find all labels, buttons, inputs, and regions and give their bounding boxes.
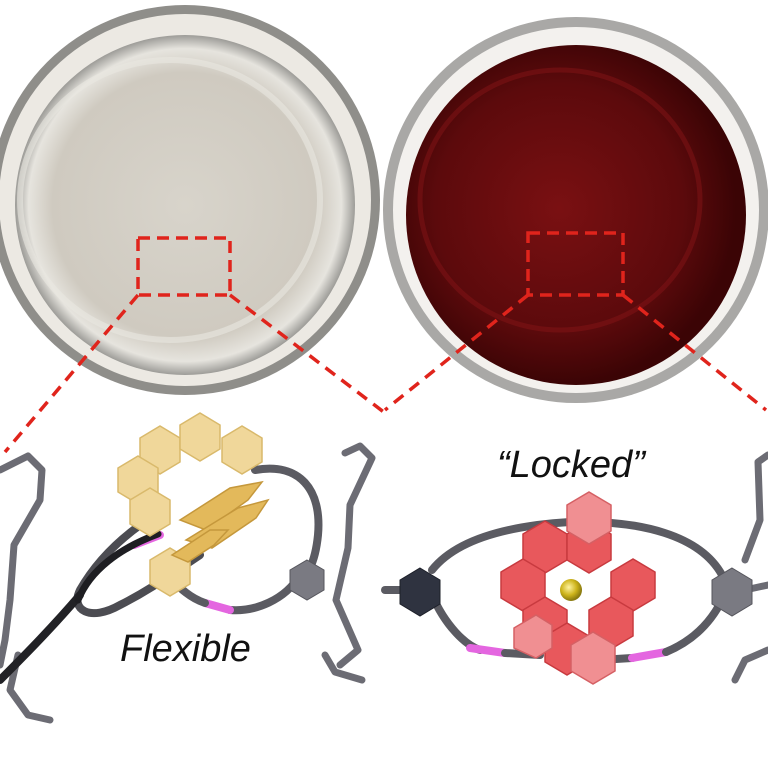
right-zoom-box xyxy=(526,231,625,297)
left-zoom-box xyxy=(136,236,232,297)
left-molecular-model xyxy=(0,412,376,724)
left-scaffold xyxy=(0,442,376,724)
locked-label: “Locked” xyxy=(497,444,645,486)
bound-guest-sphere xyxy=(560,579,582,601)
right-petri-dish xyxy=(383,17,768,403)
right-linker-node-left xyxy=(399,567,441,617)
right-scaffold xyxy=(731,451,768,684)
right-stacked-hexagons xyxy=(513,491,616,685)
right-dish-solution xyxy=(406,45,746,385)
left-dish-solution xyxy=(15,35,355,375)
zoom-lines xyxy=(3,293,768,454)
left-flexible-macrocycle xyxy=(117,412,263,597)
left-tilted-plates xyxy=(170,480,270,563)
right-molecular-model xyxy=(381,451,768,685)
left-linker-node xyxy=(289,559,325,601)
flexible-label: Flexible xyxy=(120,628,251,670)
left-petri-dish xyxy=(0,5,380,395)
right-linker-node-right xyxy=(711,567,753,617)
